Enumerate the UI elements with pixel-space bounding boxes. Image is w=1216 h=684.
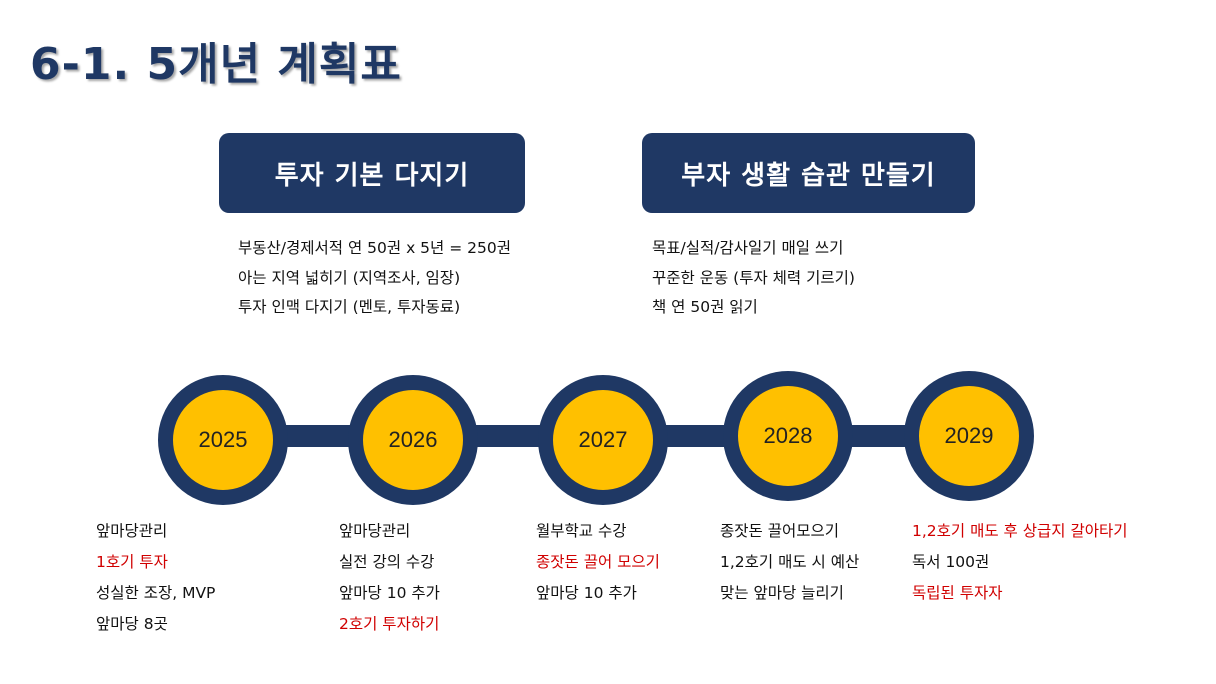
year-2027-goals: 월부학교 수강 종잣돈 끌어 모으기 앞마당 10 추가 (536, 516, 660, 609)
rich-habits-list: 목표/실적/감사일기 매일 쓰기 꾸준한 운동 (투자 체력 기르기) 책 연 … (652, 234, 855, 323)
page-title: 6-1. 5개년 계획표 (30, 39, 402, 90)
list-item: 꾸준한 운동 (투자 체력 기르기) (652, 268, 855, 287)
heading-rich-habits: 부자 생활 습관 만들기 (642, 133, 975, 213)
list-item: 투자 인맥 다지기 (멘토, 투자동료) (238, 298, 461, 316)
year-node-2028: 2028 (723, 371, 853, 501)
year-2028-goals: 종잣돈 끌어모으기 1,2호기 매도 시 예산 맞는 앞마당 늘리기 (720, 516, 859, 609)
goal-item-highlight: 종잣돈 끌어 모으기 (536, 553, 660, 571)
goal-item-highlight: 1호기 투자 (96, 553, 168, 571)
goal-item: 종잣돈 끌어모으기 (720, 522, 840, 540)
goal-item: 앞마당관리 (339, 522, 411, 540)
heading-investment-basics: 투자 기본 다지기 (219, 133, 525, 213)
goal-item: 실전 강의 수강 (339, 553, 435, 571)
goal-item: 앞마당 10 추가 (339, 584, 440, 602)
goal-item: 맞는 앞마당 늘리기 (720, 584, 844, 602)
goal-item: 앞마당 8곳 (96, 615, 168, 633)
year-node-2026: 2026 (348, 375, 478, 505)
goal-item: 월부학교 수강 (536, 522, 627, 540)
list-item: 목표/실적/감사일기 매일 쓰기 (652, 239, 844, 257)
goal-item: 앞마당 10 추가 (536, 584, 637, 602)
year-2025-goals: 앞마당관리 1호기 투자 성실한 조장, MVP 앞마당 8곳 (96, 516, 215, 640)
investment-basics-list: 부동산/경제서적 연 50권 x 5년 = 250권 아는 지역 넓히기 (지역… (238, 234, 511, 323)
goal-item: 성실한 조장, MVP (96, 584, 216, 602)
goal-item-highlight: 2호기 투자하기 (339, 615, 440, 633)
list-item: 아는 지역 넓히기 (지역조사, 임장) (238, 268, 461, 287)
year-node-2029: 2029 (904, 371, 1034, 501)
goal-item: 독서 100권 (912, 553, 990, 571)
year-2029-goals: 1,2호기 매도 후 상급지 갈아타기 독서 100권 독립된 투자자 (912, 516, 1127, 609)
goal-item: 1,2호기 매도 시 예산 (720, 553, 860, 571)
year-2026-goals: 앞마당관리 실전 강의 수강 앞마당 10 추가 2호기 투자하기 (339, 516, 440, 640)
goal-item: 앞마당관리 (96, 522, 168, 540)
list-item: 부동산/경제서적 연 50권 x 5년 = 250권 (238, 239, 511, 257)
goal-item-highlight: 1,2호기 매도 후 상급지 갈아타기 (912, 522, 1128, 540)
year-node-2025: 2025 (158, 375, 288, 505)
list-item: 책 연 50권 읽기 (652, 298, 758, 316)
year-node-2027: 2027 (538, 375, 668, 505)
goal-item-highlight: 독립된 투자자 (912, 584, 1003, 602)
